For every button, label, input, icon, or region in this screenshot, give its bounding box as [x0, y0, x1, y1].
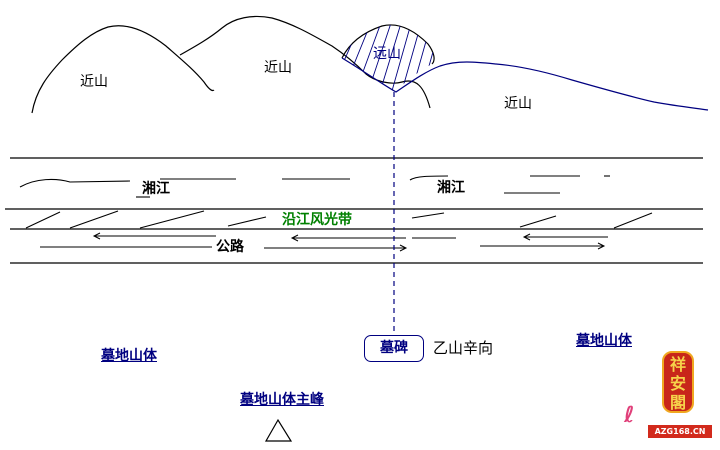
river-label-right: 湘江 — [437, 180, 465, 196]
seal-stamp: 祥 安 閣 — [662, 351, 694, 413]
grave-mountain-right-label: 墓地山体 — [576, 333, 632, 349]
seal-char-3: 閣 — [669, 393, 686, 412]
far-mountain-label: 远山 — [373, 46, 401, 62]
grave-stele-box: 墓碑 — [364, 335, 424, 362]
road-traffic-arrows — [40, 232, 608, 252]
far-mountain-outline — [341, 24, 435, 65]
water-ripples — [19, 175, 610, 198]
scenic-belt-label: 沿江风光带 — [282, 212, 352, 228]
main-peak-triangle — [264, 418, 293, 442]
river-label-left: 湘江 — [142, 181, 170, 197]
road-label: 公路 — [216, 239, 244, 255]
near-mountain-left-label: 近山 — [80, 74, 108, 90]
stele-orientation-label: 乙山辛向 — [433, 339, 494, 357]
near-mountain-right-outline — [341, 57, 709, 111]
watermark-site-text: AZG168.CN — [648, 425, 712, 438]
watermark-logo-icon: ℓ — [624, 403, 635, 428]
near-mountain-center-label: 近山 — [264, 60, 292, 76]
grave-main-peak-label: 墓地山体主峰 — [240, 392, 324, 408]
watermark-seal: ℓ 祥 安 閣 AZG168.CN — [624, 345, 712, 445]
grave-mountain-left-label: 墓地山体 — [101, 348, 157, 364]
near-mountain-right-label: 近山 — [504, 96, 532, 112]
seal-char-2: 安 — [669, 374, 686, 393]
scenic-belt-hatching — [25, 210, 653, 229]
near-mountain-left-outline — [31, 25, 215, 114]
seal-char-1: 祥 — [669, 355, 686, 374]
near-mountain-center-outline — [179, 15, 431, 109]
